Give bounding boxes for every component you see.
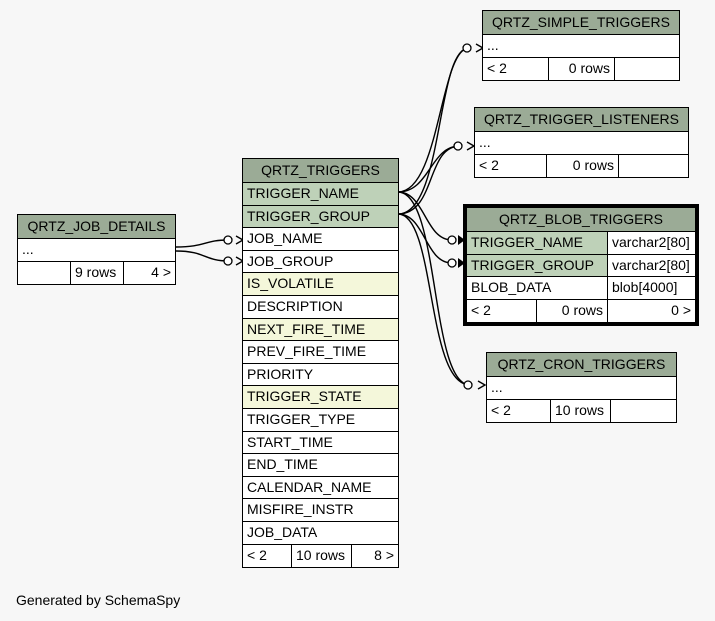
table-placeholder-row: ... <box>18 239 175 262</box>
column-trigger-type[interactable]: TRIGGER_TYPE <box>243 409 398 432</box>
optional-marker-job-name <box>223 235 233 245</box>
optional-marker-job-group <box>223 256 233 266</box>
table-qrtz-job-details[interactable]: QRTZ_JOB_DETAILS ... 9 rows 4 > <box>17 214 176 286</box>
footer-children[interactable]: 4 > <box>151 263 171 280</box>
table-placeholder-row: ... <box>487 377 676 400</box>
column-name: BLOB_DATA <box>467 277 608 299</box>
footer-parents[interactable]: < 2 <box>475 154 547 178</box>
footer-parents[interactable]: < 2 <box>483 57 549 81</box>
optional-marker-blob-name <box>447 235 457 245</box>
optional-marker-simple <box>462 43 472 53</box>
table-footer: < 2 10 rows 8 > <box>243 544 398 568</box>
table-footer: 9 rows 4 > <box>18 261 175 285</box>
column-type: varchar2[80] <box>608 232 695 254</box>
footer-children <box>615 58 679 81</box>
table-qrtz-triggers[interactable]: QRTZ_TRIGGERS TRIGGER_NAME TRIGGER_GROUP… <box>242 158 399 569</box>
column-job-name[interactable]: JOB_NAME <box>243 228 398 251</box>
column-type: varchar2[80] <box>608 254 695 277</box>
column-type: blob[4000] <box>612 279 678 296</box>
column-trigger-group[interactable]: TRIGGER_GROUP <box>243 205 398 229</box>
column-job-data[interactable]: JOB_DATA <box>243 522 398 545</box>
column-calendar-name[interactable]: CALENDAR_NAME <box>243 477 398 500</box>
column-description[interactable]: DESCRIPTION <box>243 296 398 319</box>
table-footer: < 2 10 rows <box>487 399 676 423</box>
optional-marker-cron <box>463 380 473 390</box>
table-placeholder-row: ... <box>483 35 679 58</box>
footer-row-count: 0 rows <box>547 154 619 178</box>
column-trigger-name[interactable]: TRIGGER_NAME <box>243 183 398 206</box>
footer-children <box>611 400 676 423</box>
table-header[interactable]: QRTZ_TRIGGERS <box>243 159 398 183</box>
column-start-time[interactable]: START_TIME <box>243 432 398 455</box>
table-header[interactable]: QRTZ_JOB_DETAILS <box>18 215 175 239</box>
table-header[interactable]: QRTZ_SIMPLE_TRIGGERS <box>483 11 679 35</box>
footer-parents[interactable]: < 2 <box>243 544 292 568</box>
footer-parents[interactable]: < 2 <box>467 299 537 323</box>
crowfoot-cron <box>477 380 487 390</box>
edge-job-details-job-name <box>175 239 229 248</box>
table-header[interactable]: QRTZ_TRIGGER_LISTENERS <box>475 108 688 132</box>
table-footer: < 2 0 rows 0 > <box>467 299 695 323</box>
column-misfire-instr[interactable]: MISFIRE_INSTR <box>243 499 398 522</box>
column-trigger-state[interactable]: TRIGGER_STATE <box>243 386 398 409</box>
column-is-volatile[interactable]: IS_VOLATILE <box>243 273 398 296</box>
generated-by-caption: Generated by SchemaSpy <box>16 592 181 608</box>
table-footer: < 2 0 rows <box>475 154 688 178</box>
optional-marker-blob-group <box>447 258 457 268</box>
column-trigger-name[interactable]: TRIGGER_NAME varchar2[80] <box>467 232 695 255</box>
crowfoot-listeners <box>466 141 476 151</box>
column-trigger-group[interactable]: TRIGGER_GROUP varchar2[80] <box>467 254 695 278</box>
table-qrtz-blob-triggers[interactable]: QRTZ_BLOB_TRIGGERS TRIGGER_NAME varchar2… <box>463 203 699 327</box>
footer-row-count: 9 rows <box>71 261 124 285</box>
table-qrtz-trigger-listeners[interactable]: QRTZ_TRIGGER_LISTENERS ... < 2 0 rows <box>474 107 689 179</box>
arrowhead-blob-name <box>458 235 465 245</box>
column-end-time[interactable]: END_TIME <box>243 454 398 477</box>
table-qrtz-cron-triggers[interactable]: QRTZ_CRON_TRIGGERS ... < 2 10 rows <box>486 352 677 424</box>
edge-job-details-job-group <box>175 250 229 262</box>
column-priority[interactable]: PRIORITY <box>243 364 398 387</box>
table-qrtz-simple-triggers[interactable]: QRTZ_SIMPLE_TRIGGERS ... < 2 0 rows <box>482 10 680 82</box>
footer-row-count: 10 rows <box>292 544 352 568</box>
column-prev-fire-time[interactable]: PREV_FIRE_TIME <box>243 341 398 364</box>
table-header[interactable]: QRTZ_BLOB_TRIGGERS <box>467 208 695 232</box>
edge-blob-trigger-name <box>397 191 453 241</box>
footer-parents <box>18 261 71 285</box>
footer-row-count: 0 rows <box>537 299 608 323</box>
table-placeholder-row: ... <box>475 132 688 155</box>
footer-parents[interactable]: < 2 <box>487 399 551 423</box>
edge-cron-trigger-name <box>397 191 471 386</box>
footer-row-count: 10 rows <box>551 399 611 423</box>
edge-simple-trigger-group <box>397 47 470 215</box>
footer-children[interactable]: 8 > <box>374 546 394 563</box>
edge-listeners-trigger-group <box>397 145 461 215</box>
table-header[interactable]: QRTZ_CRON_TRIGGERS <box>487 353 676 377</box>
optional-marker-listeners <box>453 141 463 151</box>
column-next-fire-time[interactable]: NEXT_FIRE_TIME <box>243 318 398 342</box>
edge-simple-trigger-name <box>397 47 470 193</box>
column-name: TRIGGER_NAME <box>467 232 608 254</box>
edge-cron-trigger-group <box>397 213 471 386</box>
table-footer: < 2 0 rows <box>483 57 679 81</box>
footer-children[interactable]: 0 > <box>671 301 691 318</box>
column-blob-data[interactable]: BLOB_DATA blob[4000] <box>467 277 695 300</box>
footer-children <box>619 155 688 178</box>
footer-row-count: 0 rows <box>549 57 615 81</box>
column-job-group[interactable]: JOB_GROUP <box>243 251 398 274</box>
column-name: TRIGGER_GROUP <box>467 254 608 277</box>
arrowhead-blob-group <box>458 258 465 268</box>
